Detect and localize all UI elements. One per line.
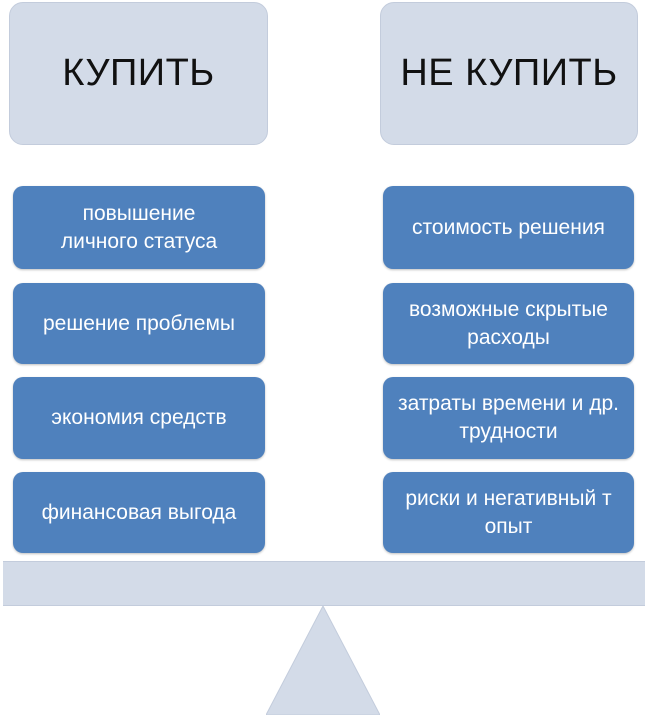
not-buy-factor-label: возможные скрытые расходы — [409, 297, 608, 349]
not-buy-factor-hidden-expenses: возможные скрытые расходы — [383, 283, 634, 364]
not-buy-factor-time-costs: затраты времени и др. трудности — [383, 377, 634, 459]
not-buy-factor-risks: риски и негативный т опыт — [383, 472, 634, 553]
not-buy-factor-cost: стоимость решения — [383, 186, 634, 269]
not-buy-header: НЕ КУПИТЬ — [380, 2, 638, 145]
not-buy-factor-label: затраты времени и др. трудности — [397, 392, 620, 443]
buy-header-label: КУПИТЬ — [62, 52, 215, 94]
buy-factor-label: решение проблемы — [42, 311, 235, 335]
scale-beam — [3, 561, 645, 606]
buy-factor-financial-benefit: финансовая выгода — [13, 472, 265, 553]
not-buy-factor-label: стоимость решения — [412, 215, 605, 239]
buy-factor-savings: экономия средств — [13, 377, 265, 459]
buy-factor-label: экономия средств — [51, 406, 227, 429]
buy-factor-label: повышение личного статуса — [60, 201, 218, 253]
not-buy-header-label: НЕ КУПИТЬ — [400, 52, 618, 94]
buy-factor-status: повышение личного статуса — [13, 186, 265, 269]
scale-fulcrum — [266, 606, 380, 715]
buy-header: КУПИТЬ — [9, 2, 268, 145]
buy-factor-problem-solving: решение проблемы — [13, 283, 265, 364]
buy-factor-label: финансовая выгода — [41, 500, 237, 524]
not-buy-factor-label: риски и негативный т опыт — [405, 486, 612, 538]
